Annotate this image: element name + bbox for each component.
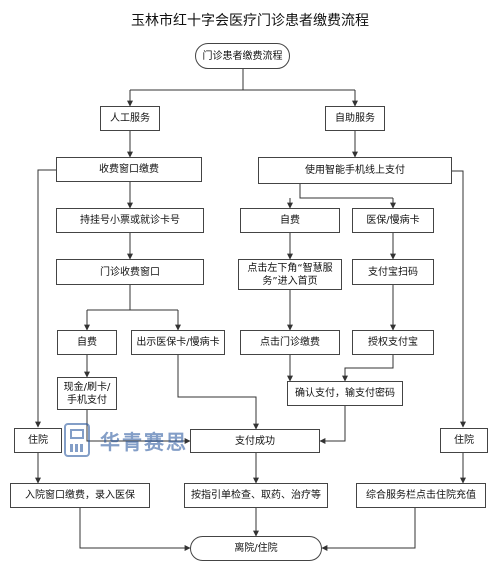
connector <box>452 170 466 428</box>
connector <box>35 169 56 428</box>
pay-success-node: 支付成功 <box>190 429 320 453</box>
connector <box>177 355 259 430</box>
connector <box>319 406 346 444</box>
clinic-window-node: 门诊收费窗口 <box>56 259 204 285</box>
self-pay-2-node: 自费 <box>57 330 117 355</box>
alipay-scan-node: 支付宝扫码 <box>352 259 434 285</box>
self-pay-node: 自费 <box>240 208 340 233</box>
self-service-node: 自助服务 <box>325 106 385 131</box>
show-card-node: 出示医保卡/慢病卡 <box>131 330 225 355</box>
cash-payment-node: 现金/刷卡/手机支付 <box>57 377 117 410</box>
confirm-pay-node: 确认支付，输支付密码 <box>287 381 403 406</box>
auth-alipay-node: 授权支付宝 <box>352 330 434 355</box>
cashier-window-node: 收费窗口缴费 <box>56 157 202 182</box>
follow-guide-node: 按指引单检查、取药、治疗等 <box>184 483 328 508</box>
connector <box>79 508 191 551</box>
hold-card-node: 持挂号小票或就诊卡号 <box>56 208 204 233</box>
hospitalization-left-node: 住院 <box>14 428 62 453</box>
manual-service-node: 人工服务 <box>100 106 160 131</box>
page-title: 玉林市红十字会医疗门诊患者缴费流程 <box>131 13 369 29</box>
outpatient-pay-node: 点击门诊缴费 <box>240 330 340 355</box>
insurance-card-node: 医保/慢病卡 <box>352 208 434 233</box>
watermark-text: 华青赛思 <box>100 429 188 454</box>
recharge-node: 综合服务栏点击住院充值 <box>356 483 486 508</box>
phone-pay-node: 使用智能手机线上支付 <box>258 157 452 184</box>
watermark-logo-icon <box>64 423 90 457</box>
hospitalization-right-node: 住院 <box>440 428 488 453</box>
connector <box>86 410 191 444</box>
watermark: 华青赛思 <box>64 420 274 460</box>
connector <box>299 184 393 199</box>
connector <box>342 355 394 382</box>
connector <box>321 508 416 551</box>
admission-window-node: 入院窗口缴费，录入医保 <box>10 483 150 508</box>
start-node: 门诊患者缴费流程 <box>195 43 290 69</box>
smart-service-node: 点击左下角“智慧服务”进入首页 <box>238 259 342 290</box>
end-node: 离院/住院 <box>190 536 322 561</box>
